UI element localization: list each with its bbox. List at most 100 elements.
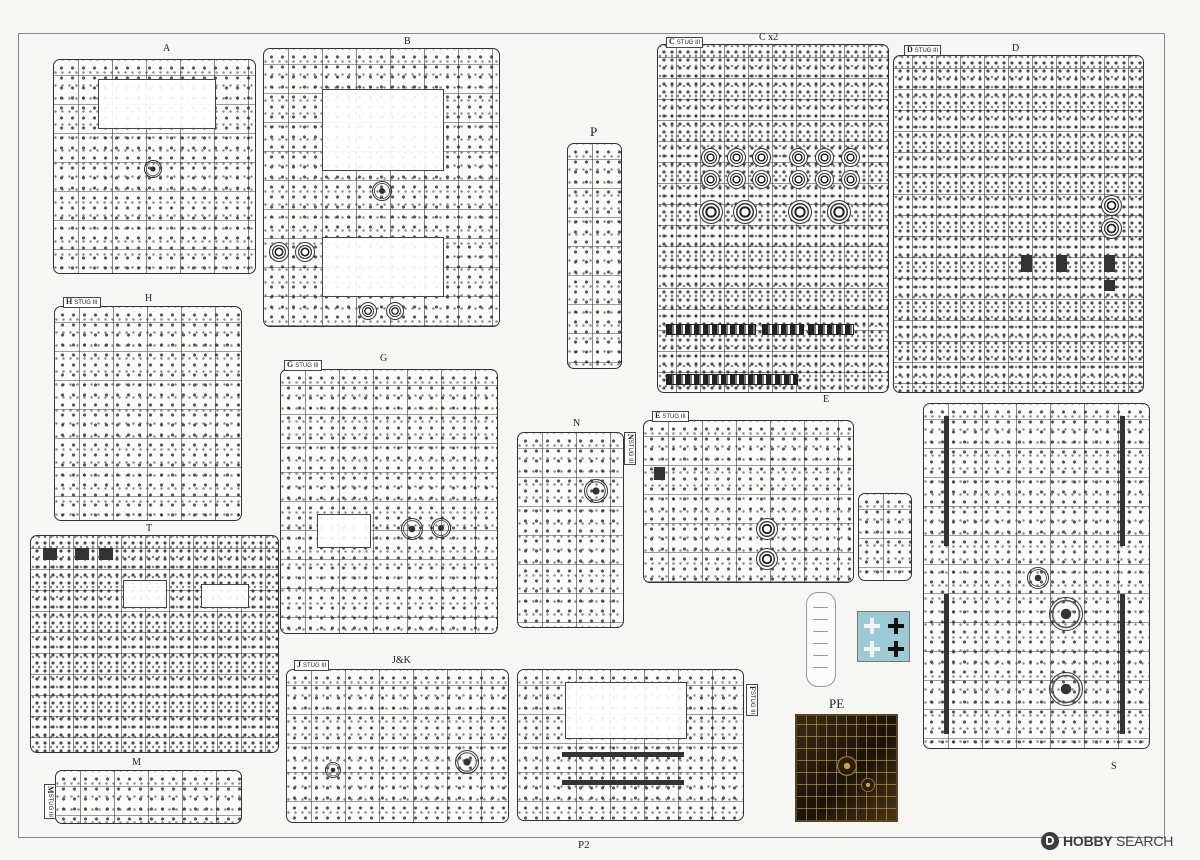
- sprue-b-hub: [372, 181, 392, 201]
- sprue-b-wheel-2: [298, 245, 312, 259]
- sprue-b-wheel-1: [272, 245, 286, 259]
- hobby-search-logo-icon: [1041, 832, 1059, 850]
- sprue-p-label: P: [590, 124, 598, 139]
- sprue-m-tag-letter: M: [46, 786, 55, 794]
- sprue-c: [657, 44, 889, 393]
- sprue-c-road-wheel-11: [818, 173, 831, 186]
- sprue-d-block-4: [1104, 280, 1115, 291]
- sprue-m-tag-text: STUG III: [47, 793, 53, 817]
- sprue-s-label: S: [1111, 761, 1117, 772]
- sprue-c-road-wheel-8: [730, 173, 743, 186]
- sprue-s-hub: [1027, 567, 1049, 589]
- watermark-brand-light: SEARCH: [1116, 833, 1174, 849]
- sprue-f-bar-1: [562, 752, 684, 757]
- sprue-s-ring-2: [1049, 672, 1083, 706]
- sprue-g-ring-1: [401, 518, 423, 540]
- sprue-h-label: H: [145, 293, 153, 304]
- sprue-jk: [286, 669, 509, 823]
- photo-etch-label: PE: [829, 696, 845, 711]
- sprue-g-label: G: [380, 353, 388, 364]
- sprue-g-tag-letter: G: [287, 360, 294, 369]
- sprue-s-ring-1: [1049, 597, 1083, 631]
- sprue-t-block-2: [75, 548, 89, 560]
- sprue-a-window: [98, 79, 216, 129]
- sprue-c-road-wheel-12: [844, 173, 857, 186]
- photo-etch-fret: [795, 714, 898, 822]
- sprue-d-tag-letter: D: [907, 45, 913, 54]
- sprue-e-tag-letter: E: [655, 411, 661, 420]
- sprue-b-wheel-4: [389, 305, 401, 317]
- sprue-n-tag-text: STUG III: [627, 439, 633, 464]
- sprue-n-ring: [584, 479, 608, 503]
- sprue-j-tag-letter: J: [297, 660, 301, 669]
- sprue-t: [30, 535, 279, 753]
- sprue-n: [517, 432, 624, 628]
- sprue-d: [893, 55, 1144, 393]
- sprue-c-tag-text: STUG III: [676, 40, 701, 46]
- sprue-a-hub: [144, 160, 162, 178]
- sprue-f-bar-2: [562, 780, 684, 785]
- sprue-s: [923, 403, 1150, 749]
- photo-etch-disc: [861, 778, 875, 792]
- sprue-c-track-links-1: [666, 324, 756, 335]
- sprue-b-window-bottom: [322, 237, 444, 297]
- sprue-d-block-1: [1021, 255, 1032, 272]
- watermark-brand-bold: HOBBY: [1063, 833, 1113, 849]
- sprue-t-block-3: [99, 548, 113, 560]
- sprue-c-road-wheel-1: [704, 151, 717, 164]
- sprue-e-wheel-2: [759, 551, 775, 567]
- sprue-d-idler-1: [1104, 198, 1119, 213]
- sprue-e-block: [654, 467, 665, 480]
- sprue-c-road-wheel-6: [844, 151, 857, 164]
- sprue-e-tag-text: STUG III: [662, 414, 686, 420]
- sprue-n-tag: NSTUG III: [624, 432, 636, 466]
- sprue-c-track-links-4: [666, 374, 798, 385]
- sprue-jk-ring-2: [455, 750, 479, 774]
- balkenkreuz-icon: [888, 618, 904, 634]
- balkenkreuz-icon: [864, 641, 880, 657]
- sprue-b-wheel-3: [362, 305, 374, 317]
- sprue-j-tag-text: STUG III: [303, 663, 327, 669]
- sprue-c-label: C x2: [759, 32, 779, 43]
- sprue-p: [567, 143, 622, 369]
- clear-parts-sprue: [806, 592, 836, 687]
- sprue-d-tag-text: STUG III: [914, 48, 939, 54]
- sprue-c-road-wheel-7: [704, 173, 717, 186]
- sprue-c-tag-letter: C: [669, 37, 675, 46]
- sprue-f-tag: FSTUG III: [746, 684, 758, 717]
- sprue-c-road-wheel-2: [730, 151, 743, 164]
- sprue-e-upper-label: E: [823, 394, 830, 405]
- sprue-g-tag-text: STUG III: [295, 363, 319, 369]
- sprue-d-label: D: [1012, 43, 1020, 54]
- sprue-e-wheel-1: [759, 521, 775, 537]
- sprue-e: [643, 420, 854, 583]
- sprue-g-panel-1: [317, 514, 371, 548]
- sprue-b-window-top: [322, 89, 444, 171]
- sprue-t-panel: [123, 580, 167, 608]
- balkenkreuz-icon: [864, 618, 880, 634]
- balkenkreuz-icon: [888, 641, 904, 657]
- sprue-n-tag-letter: N: [626, 434, 635, 440]
- watermark: HOBBY SEARCH: [1041, 830, 1173, 852]
- instruction-sheet-border: [18, 33, 1165, 838]
- sprue-c-road-wheel-10: [792, 173, 805, 186]
- sprue-f-tag-text: STUG III: [749, 690, 755, 715]
- sprue-c-track-links-2: [762, 324, 804, 335]
- sprue-s-rail-left-2: [944, 594, 949, 734]
- sprue-jk-ring-1: [325, 762, 341, 778]
- sprue-s-rail-left: [944, 416, 949, 546]
- sprue-c-road-wheel-4: [792, 151, 805, 164]
- sprue-d-block-3: [1104, 255, 1115, 272]
- sprue-s-rail-right-2: [1120, 594, 1125, 734]
- sprue-c-sprocket-3: [791, 203, 809, 221]
- sprue-m: [55, 770, 242, 824]
- sprue-g-ring-2: [431, 518, 451, 538]
- sprue-m-label: M: [132, 757, 141, 768]
- sprue-small-frame: [858, 493, 912, 581]
- sprue-c-sprocket-4: [830, 203, 848, 221]
- sprue-t-bracket: [201, 584, 249, 608]
